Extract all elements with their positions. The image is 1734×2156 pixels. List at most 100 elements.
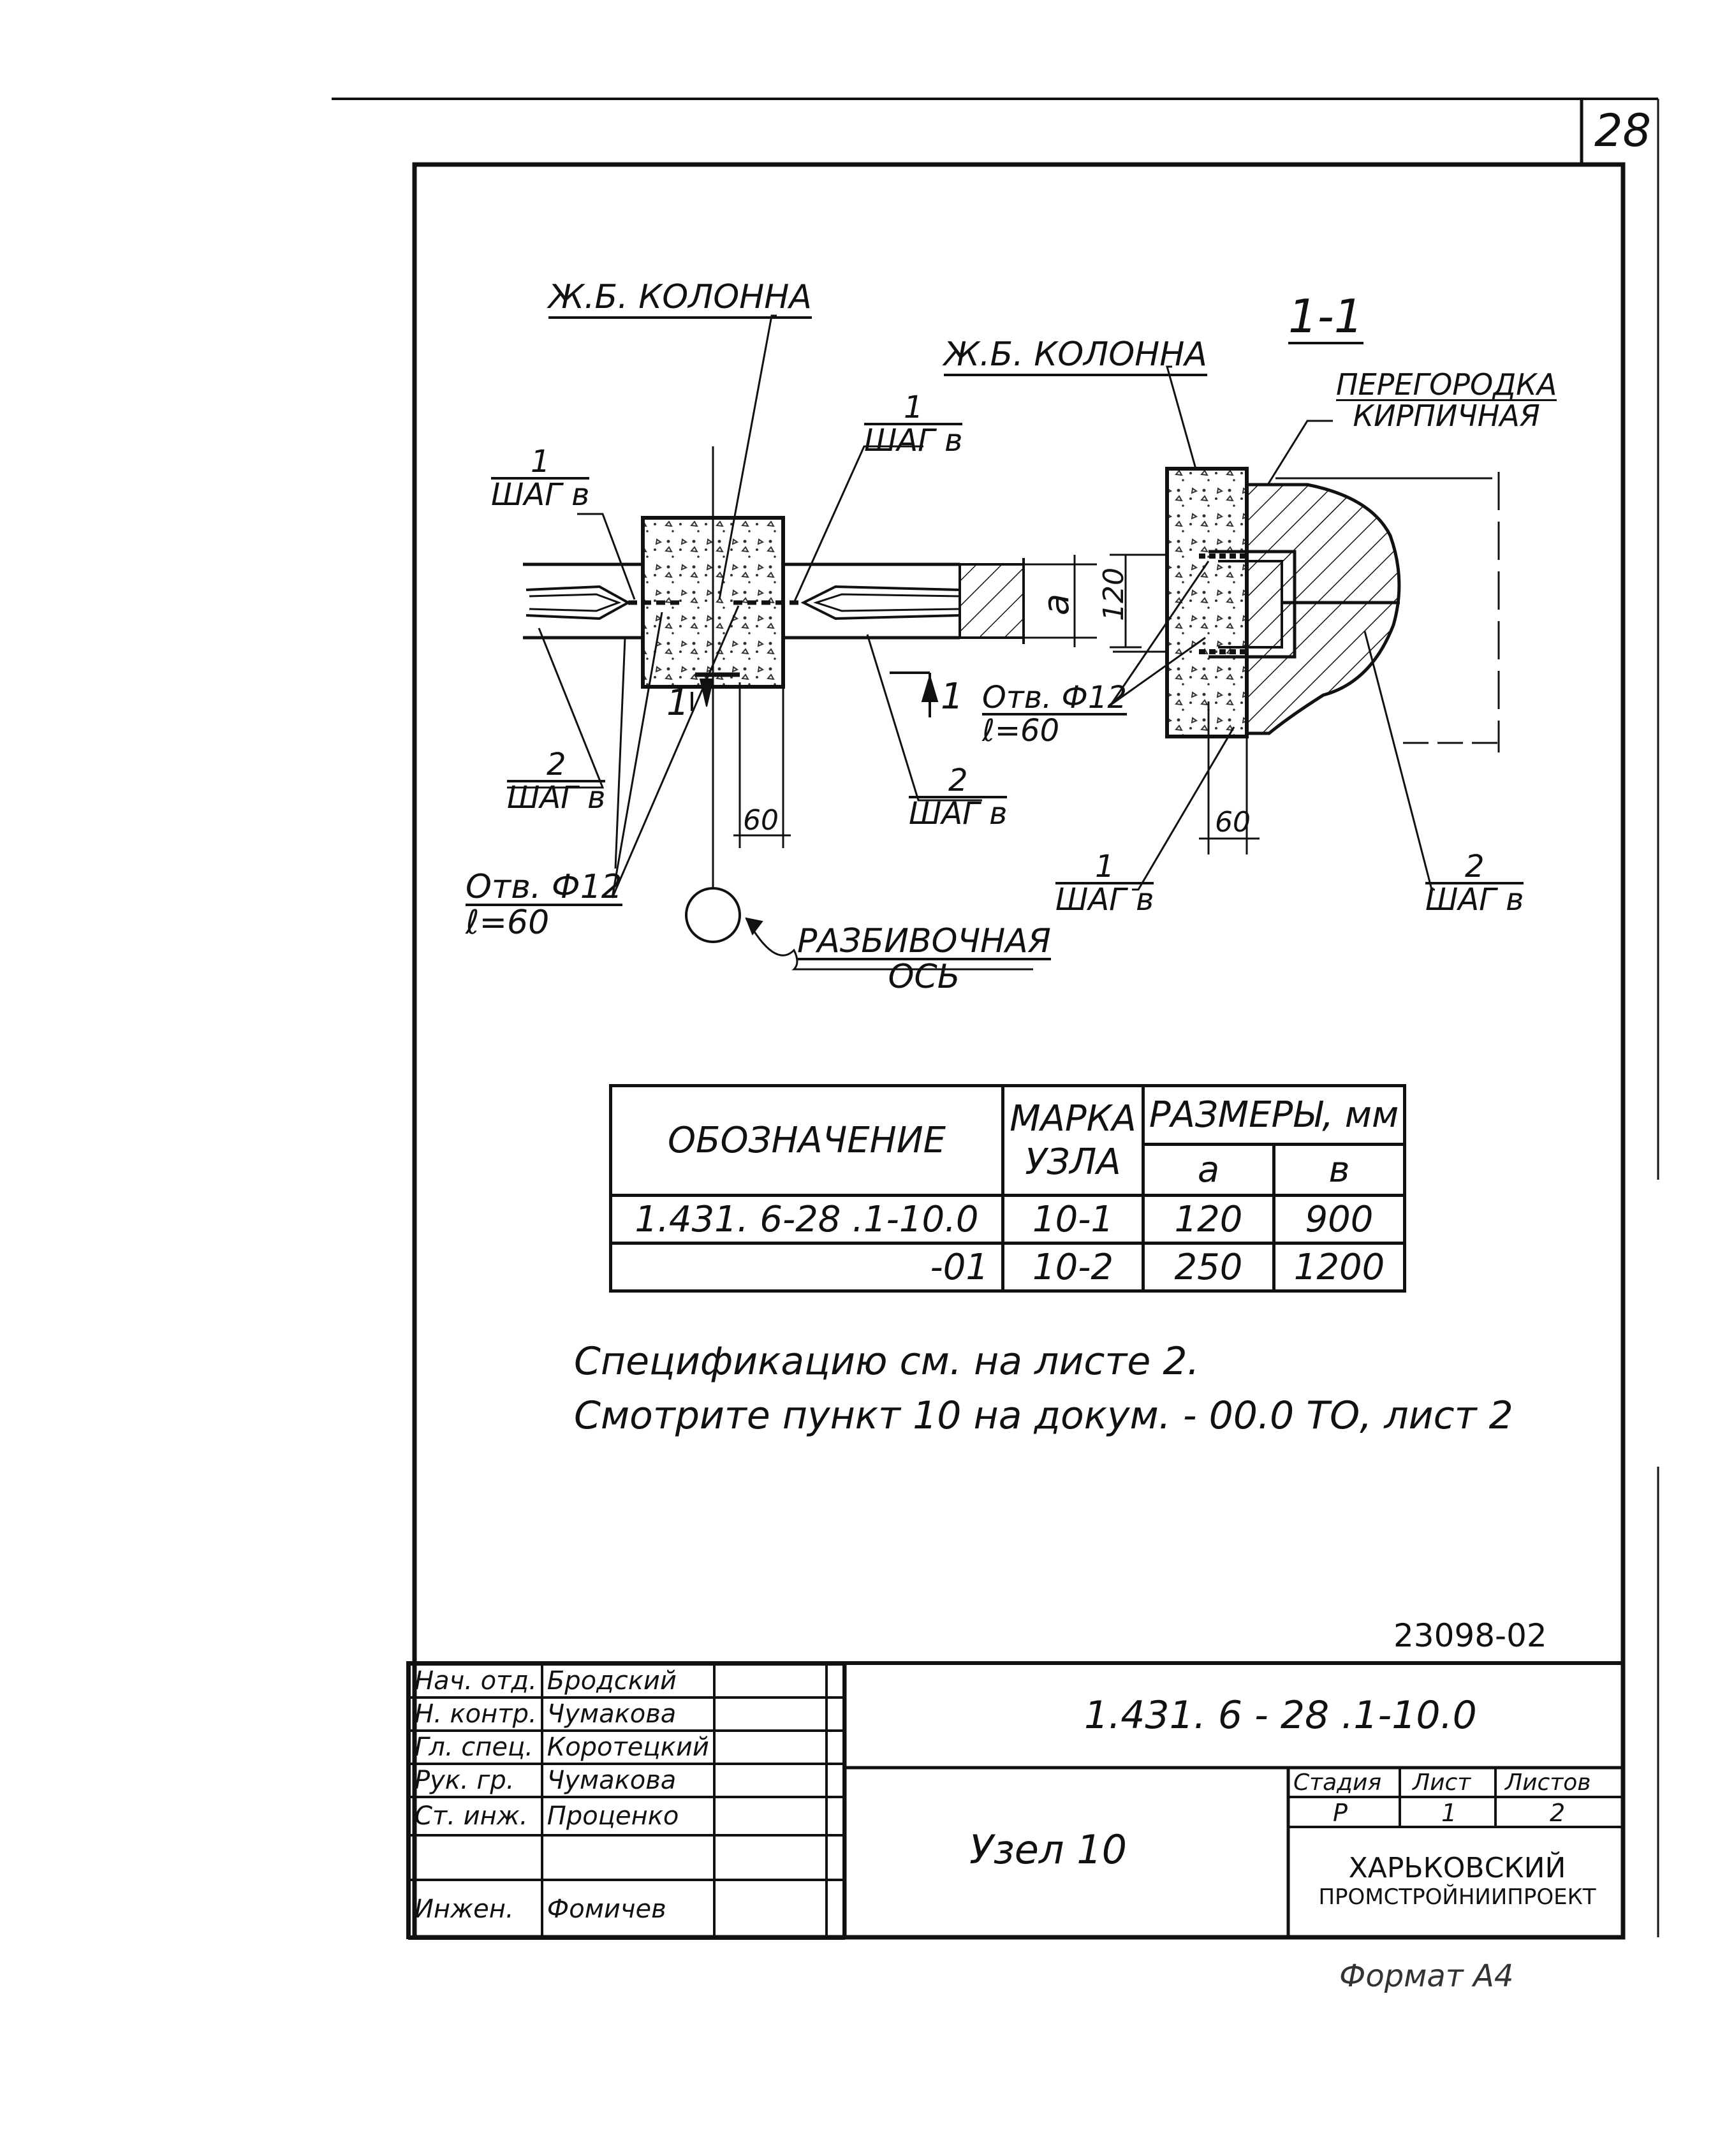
organization-name: ХАРЬКОВСКИЙ ПРОМСТРОЙНИИПРОЕКТ [1295,1852,1620,1910]
signature-mark [712,1663,828,1699]
format-note: Формат А4 [1339,1958,1514,1994]
sig-name: Чумакова [540,1696,716,1732]
header-designation: ОБОЗНАЧЕНИЕ [609,1084,1004,1197]
partition-label: ПЕРЕГОРОДКА КИРПИЧНАЯ [1336,370,1557,430]
plan-dim-a: a [1036,593,1078,616]
plan-column-label: Ж.Б. КОЛОННА [548,281,812,319]
date-cell [825,1696,846,1732]
row-a: 250 [1142,1242,1275,1293]
archive-number: 23098-02 [1393,1617,1547,1654]
sheets-label: Листов [1505,1770,1591,1796]
plan-rebar-1-top: 1 ШАГ в [864,392,963,458]
document-code: 1.431. 6 - 28 .1-10.0 [1084,1693,1477,1738]
row-mark: 10-1 [1001,1194,1145,1245]
header-mark-line2: УЗЛА [1025,1141,1121,1183]
sig-name: Проценко [540,1796,716,1837]
hole-diameter: Отв. Ф12 [466,868,622,906]
table-row: -01 10-2 250 1200 [609,1242,1406,1293]
plan-hole-label-right: Отв. Ф12 ℓ=60 [982,682,1127,746]
date-cell [825,1663,846,1699]
sig-role: Гл. спец. [408,1729,543,1765]
plan-hole-label: Отв. Ф12 ℓ=60 [466,870,622,939]
signature-mark [712,1834,828,1881]
sig-role: Рук. гр. [408,1763,543,1798]
sig-role: Н. контр. [408,1696,543,1732]
signature-mark [712,1696,828,1732]
note-item: Смотрите пункт 10 на докум. - 00.0 ТО, л… [574,1393,1513,1438]
node-title: Узел 10 [969,1826,1128,1873]
section-rebar-1: 1 ШАГ в [1055,851,1154,915]
header-mark-line1: МАРКА [1010,1098,1136,1140]
header-sizes: РАЗМЕРЫ, мм [1142,1084,1406,1146]
row-mark: 10-2 [1001,1242,1145,1293]
axis-label-line2: ОСЬ [888,958,960,996]
date-cell [825,1763,846,1798]
date-cell [825,1729,846,1765]
sheet-value: 1 [1441,1799,1457,1827]
signature-mark [712,1729,828,1765]
hole-length: ℓ=60 [466,904,550,942]
organization-line2: ПРОМСТРОЙНИИПРОЕКТ [1318,1884,1596,1910]
rebar-step: ШАГ в [1425,882,1524,918]
date-cell [825,1834,846,1881]
header-a: a [1142,1143,1275,1197]
header-b: в [1272,1143,1406,1197]
sig-name: Бродский [540,1663,716,1699]
rebar-mark: 1 [1055,851,1154,884]
rebar-mark: 1 [864,392,963,425]
sig-name: Чумакова [540,1763,716,1798]
date-cell [825,1879,846,1940]
row-a: 120 [1142,1194,1275,1245]
sheets-value: 2 [1550,1799,1566,1827]
header-mark: МАРКА УЗЛА [1001,1084,1145,1197]
sig-name: Фомичев [540,1879,716,1940]
section-view [1110,365,1500,891]
signature-mark [712,1796,828,1837]
rebar-step: ШАГ в [864,423,963,458]
rebar-step: ШАГ в [491,477,590,513]
note-spec: Спецификацию см. на листе 2. [574,1339,1200,1384]
title-block-frame [406,1661,1625,1939]
section-mark-right: 1 [941,676,964,717]
organization-line1: ХАРЬКОВСКИЙ [1348,1852,1566,1884]
row-designation: 1.431. 6-28 .1-10.0 [609,1194,1004,1245]
section-dim-60: 60 [1215,806,1251,839]
table-row: 1.431. 6-28 .1-10.0 10-1 120 900 [609,1194,1406,1245]
plan-rebar-2-left: 2 ШАГ в [507,749,606,816]
plan-rebar-2-right: 2 ШАГ в [909,765,1008,832]
section-rebar-2: 2 ШАГ в [1425,851,1524,915]
signature-mark [712,1763,828,1798]
hole-length: ℓ=60 [982,713,1060,749]
spec-table: ОБОЗНАЧЕНИЕ МАРКА УЗЛА РАЗМЕРЫ, мм a в 1… [609,1084,1406,1293]
row-b: 900 [1272,1194,1406,1245]
rebar-mark: 2 [507,749,606,782]
plan-rebar-1-left: 1 ШАГ в [491,446,590,513]
rebar-mark: 2 [1425,851,1524,884]
partition-line2: КИРПИЧНАЯ [1353,399,1540,433]
rebar-mark: 2 [909,765,1008,798]
rebar-step: ШАГ в [507,780,606,816]
rebar-step: ШАГ в [1055,882,1154,918]
row-designation: -01 [609,1242,1004,1293]
hole-diameter: Отв. Ф12 [982,680,1127,715]
signature-table: Нач. отд. Бродский Н. контр. Чумакова Гл… [408,1663,846,1940]
axis-label: РАЗБИВОЧНАЯ ОСЬ [797,925,1051,994]
section-mark-left: 1 [666,682,689,724]
row-b: 1200 [1272,1242,1406,1293]
axis-label-line1: РАЗБИВОЧНАЯ [797,922,1051,960]
stage-value: Р [1333,1799,1348,1827]
sig-role: Ст. инж. [408,1796,543,1837]
sig-name [540,1834,716,1881]
sheet-label: Лист [1413,1770,1471,1796]
signature-mark [712,1879,828,1940]
plan-dim-120: 120 [1097,568,1130,621]
date-cell [825,1796,846,1837]
page-number: 28 [1594,105,1652,157]
partition-line1: ПЕРЕГОРОДКА [1336,367,1557,402]
rebar-mark: 1 [491,446,590,480]
sig-name: Коротецкий [540,1729,716,1765]
rebar-step: ШАГ в [909,796,1008,832]
plan-view [507,314,1142,971]
sig-role: Нач. отд. [408,1663,543,1699]
